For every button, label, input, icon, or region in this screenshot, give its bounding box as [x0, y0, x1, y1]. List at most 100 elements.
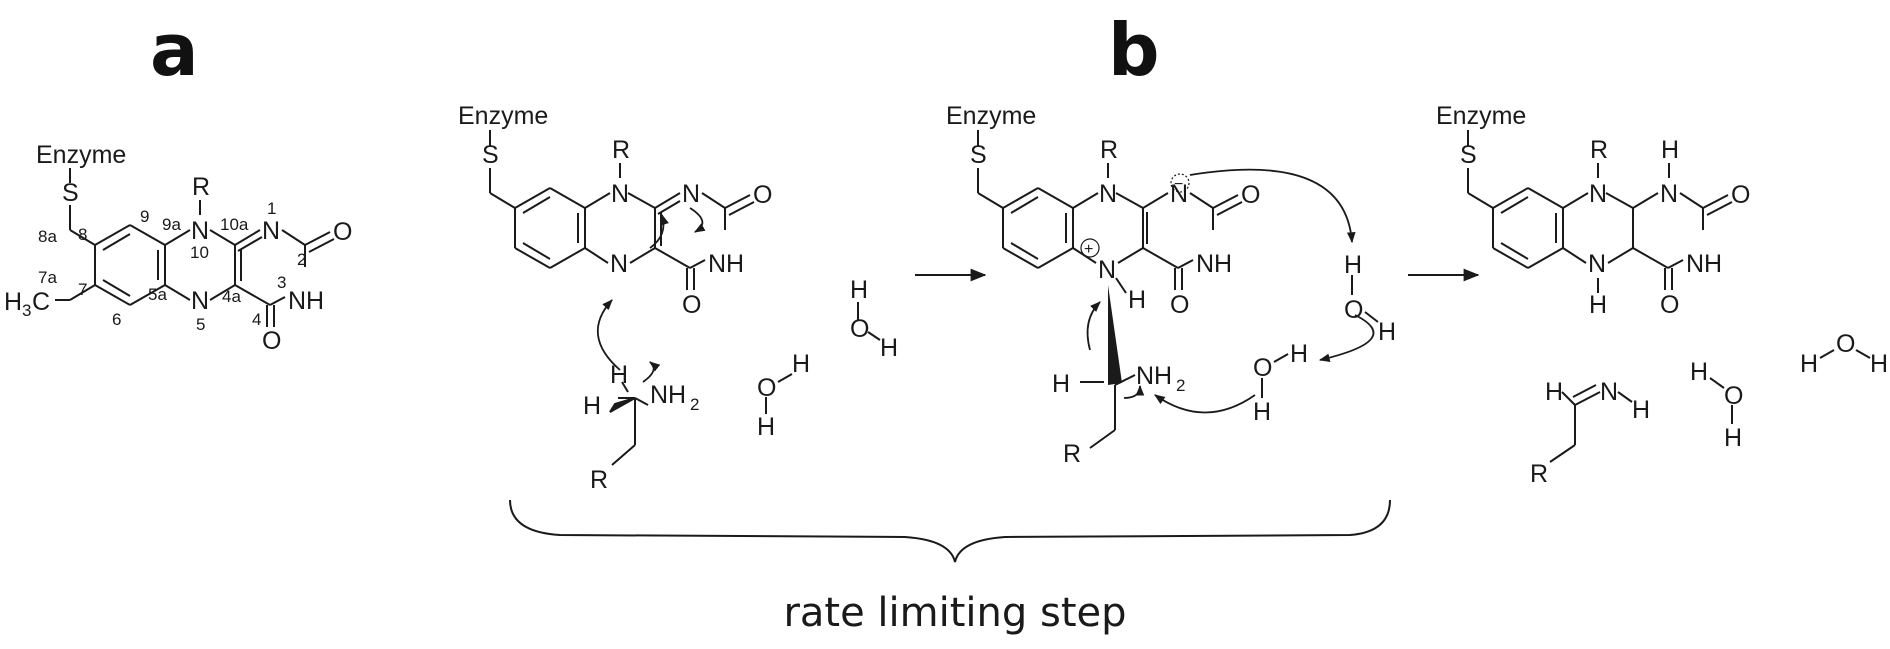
water-h-label: H: [1800, 350, 1818, 378]
sulfur-label: S: [970, 141, 987, 169]
n1-label: N: [1170, 180, 1188, 208]
electron-arrows-b2: [1086, 168, 1375, 414]
o2-label: O: [1731, 181, 1750, 209]
flavin-oxidized-b1: Enzyme S R N N N NH O O: [458, 102, 772, 319]
o2-label: O: [1241, 181, 1260, 209]
pos-5: 5: [196, 315, 205, 334]
pos-4a: 4a: [222, 287, 241, 306]
amine-substrate-b2: H NH 2 R: [1052, 285, 1185, 468]
pos-5a: 5a: [148, 285, 167, 304]
r-group-label: R: [612, 136, 630, 164]
rate-limiting-caption: rate limiting step: [783, 590, 1126, 636]
water-b3-b: [1819, 349, 1871, 359]
substrate-nh2-label: NH: [1136, 362, 1172, 390]
water-o-label: O: [757, 374, 776, 402]
methyl-h-label: H: [4, 288, 22, 316]
panel-label-a: a: [150, 8, 199, 92]
water-b2-b: [1261, 353, 1289, 398]
nh3-label: NH: [288, 287, 324, 315]
negative-charge-sign: −: [1174, 176, 1183, 193]
pos-1: 1: [267, 199, 276, 218]
sulfur-label: S: [62, 179, 79, 207]
water-h-label: H: [757, 413, 775, 441]
o4-label: O: [1170, 291, 1189, 319]
n10-label: N: [191, 217, 209, 245]
water-h-label: H: [1690, 358, 1708, 386]
negative-charge: [1170, 173, 1190, 193]
pos-2: 2: [297, 250, 306, 269]
imine-n-label: N: [1600, 378, 1618, 406]
water-o-label: O: [1253, 354, 1272, 382]
o4-label: O: [1660, 291, 1679, 319]
methyl-c-label: C: [32, 288, 50, 316]
n10-label: N: [1589, 180, 1607, 208]
o2-label: O: [333, 218, 352, 246]
substrate-r-label: R: [590, 466, 608, 494]
substrate-r-label: R: [1063, 440, 1081, 468]
imine-product-b3: H N H R: [1530, 378, 1650, 488]
n5-label: N: [1588, 250, 1606, 278]
pos-9: 9: [140, 207, 149, 226]
water-b3-a: [1709, 377, 1733, 424]
n10-label: N: [1099, 180, 1117, 208]
r-group-label: R: [1590, 136, 1608, 164]
n5-label: N: [610, 250, 628, 278]
flavin-structure-a: Enzyme S R N N N NH O O H 3 C 9 9a 10 10…: [4, 141, 352, 355]
water-b1-b: [765, 373, 793, 414]
pos-8: 8: [78, 225, 87, 244]
substrate-h-label: H: [1052, 370, 1070, 398]
pos-9a: 9a: [162, 215, 181, 234]
nh3-label: NH: [1196, 250, 1232, 278]
water-o-label: O: [1344, 296, 1363, 324]
n1-label: N: [262, 217, 280, 245]
water-h-label: H: [880, 334, 898, 362]
n1-h-label: H: [1661, 136, 1679, 164]
water-o-label: O: [1836, 330, 1855, 358]
o4-label: O: [682, 291, 701, 319]
n1-label: N: [1660, 180, 1678, 208]
flavin-intermediate-b2: Enzyme S R N N N H NH O O + −: [946, 102, 1260, 319]
pos-7: 7: [78, 280, 87, 299]
amine-substrate-b1: H H NH 2 R: [583, 361, 699, 494]
water-o-label: O: [1724, 382, 1743, 410]
water-b2-a: [1351, 275, 1379, 323]
substrate-nh2-sub: 2: [1176, 376, 1185, 395]
substrate-h2-label: H: [583, 392, 601, 420]
electron-arrows-b1: [597, 207, 706, 383]
substrate-nh2-label: NH: [650, 381, 686, 409]
r-group-label: R: [192, 173, 210, 201]
o4-label: O: [262, 327, 281, 355]
positive-charge: [1080, 238, 1100, 258]
pos-3: 3: [277, 273, 286, 292]
nh3-label: NH: [1686, 250, 1722, 278]
substrate-nh2-sub: 2: [690, 395, 699, 414]
water-h-label: H: [1290, 340, 1308, 368]
water-h-label: H: [1344, 251, 1362, 279]
n5-h-label: H: [1128, 286, 1146, 314]
water-h-label: H: [1724, 424, 1742, 452]
n1-label: N: [682, 180, 700, 208]
flavin-reduced-b3: Enzyme S R H N N N H NH O O: [1436, 102, 1750, 319]
water-h-label: H: [792, 350, 810, 378]
pos-7a: 7a: [38, 268, 57, 287]
pos-6: 6: [112, 310, 121, 329]
sulfur-label: S: [482, 141, 499, 169]
positive-charge-sign: +: [1084, 241, 1093, 258]
water-h-label: H: [850, 276, 868, 304]
enzyme-label: Enzyme: [1436, 102, 1526, 130]
r-group-label: R: [1100, 136, 1118, 164]
pos-10: 10: [190, 243, 209, 262]
panel-label-b: b: [1108, 8, 1160, 92]
imine-r-label: R: [1530, 460, 1548, 488]
pos-4: 4: [252, 310, 261, 329]
o2-label: O: [753, 181, 772, 209]
water-h-label: H: [1253, 398, 1271, 426]
enzyme-label: Enzyme: [458, 102, 548, 130]
imine-h-label: H: [1545, 378, 1563, 406]
water-b1-a: [857, 302, 881, 341]
pos-10a: 10a: [220, 215, 249, 234]
methyl-sub-label: 3: [22, 301, 31, 320]
n5-label: N: [1098, 256, 1116, 284]
enzyme-label: Enzyme: [36, 141, 126, 169]
